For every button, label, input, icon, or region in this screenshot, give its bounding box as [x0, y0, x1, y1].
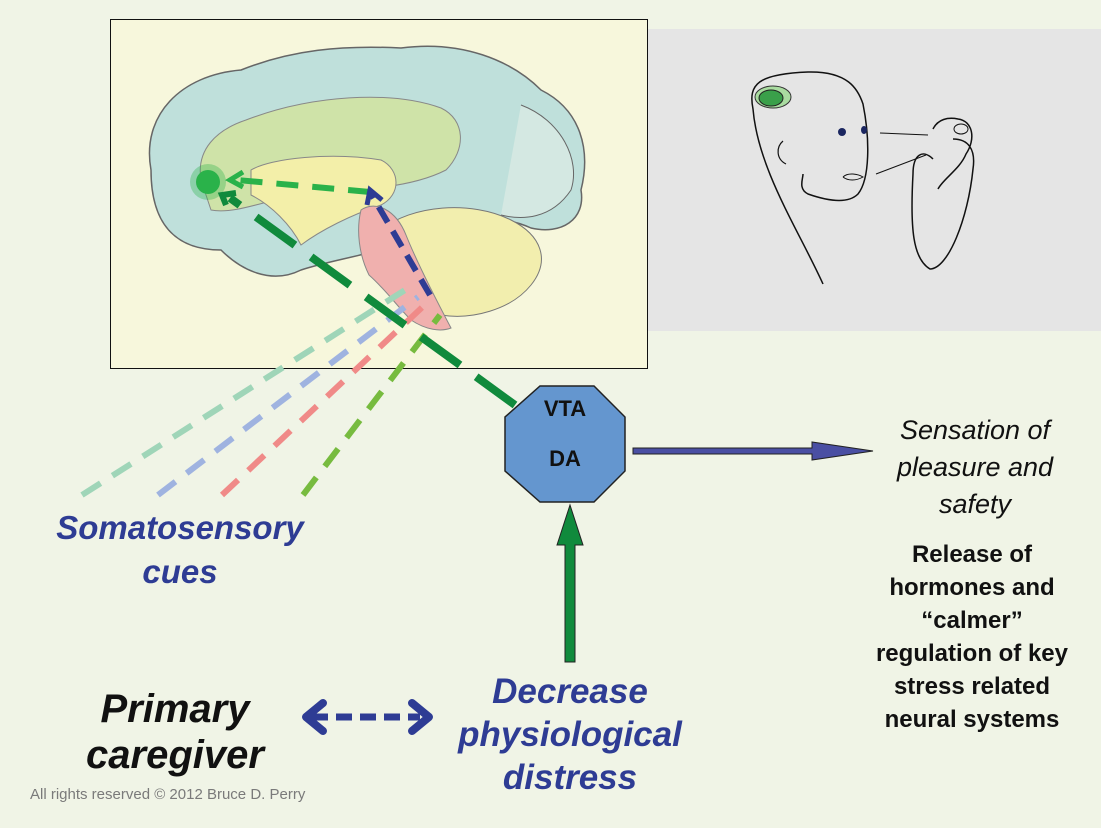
somatosensory-cues-label: Somatosensory cues: [56, 509, 304, 590]
caregiver-head: [751, 71, 869, 285]
vta-octagon: [504, 385, 626, 503]
faces-illustration: [751, 71, 975, 285]
brain-diencephalon: [250, 155, 397, 246]
hormone-release-label: Release of hormones and “calmer” regulat…: [875, 541, 1069, 733]
primary-caregiver-label: Primary caregiver: [86, 687, 264, 777]
vta-label: VTA: [543, 396, 587, 421]
decrease-distress-label: Decrease physiological distress: [458, 672, 682, 797]
target-node: [196, 170, 220, 194]
somatosensory-line-1: [80, 287, 407, 498]
copyright-notice: All rights reserved © 2012 Bruce D. Perr…: [30, 786, 306, 803]
caregiver-distress-bidirectional-arrow: [302, 699, 433, 735]
infant-figure: [911, 117, 975, 270]
distress-to-vta-arrow: [556, 503, 584, 663]
sensation-label: Sensation of pleasure and safety: [896, 415, 1054, 519]
vta-to-cortex-path: [227, 194, 518, 409]
somatosensory-line-4: [300, 313, 443, 497]
somatosensory-line-3: [219, 297, 433, 498]
da-label: DA: [549, 446, 581, 471]
brain-brainstem: [358, 205, 452, 331]
brainstem-ascending-path: [367, 190, 433, 297]
limbic-to-cortex-path: [236, 177, 371, 195]
faces-illustration-panel: [648, 29, 1101, 331]
somatosensory-line-2: [156, 294, 420, 498]
vta-to-sensation-arrow: [632, 441, 874, 461]
